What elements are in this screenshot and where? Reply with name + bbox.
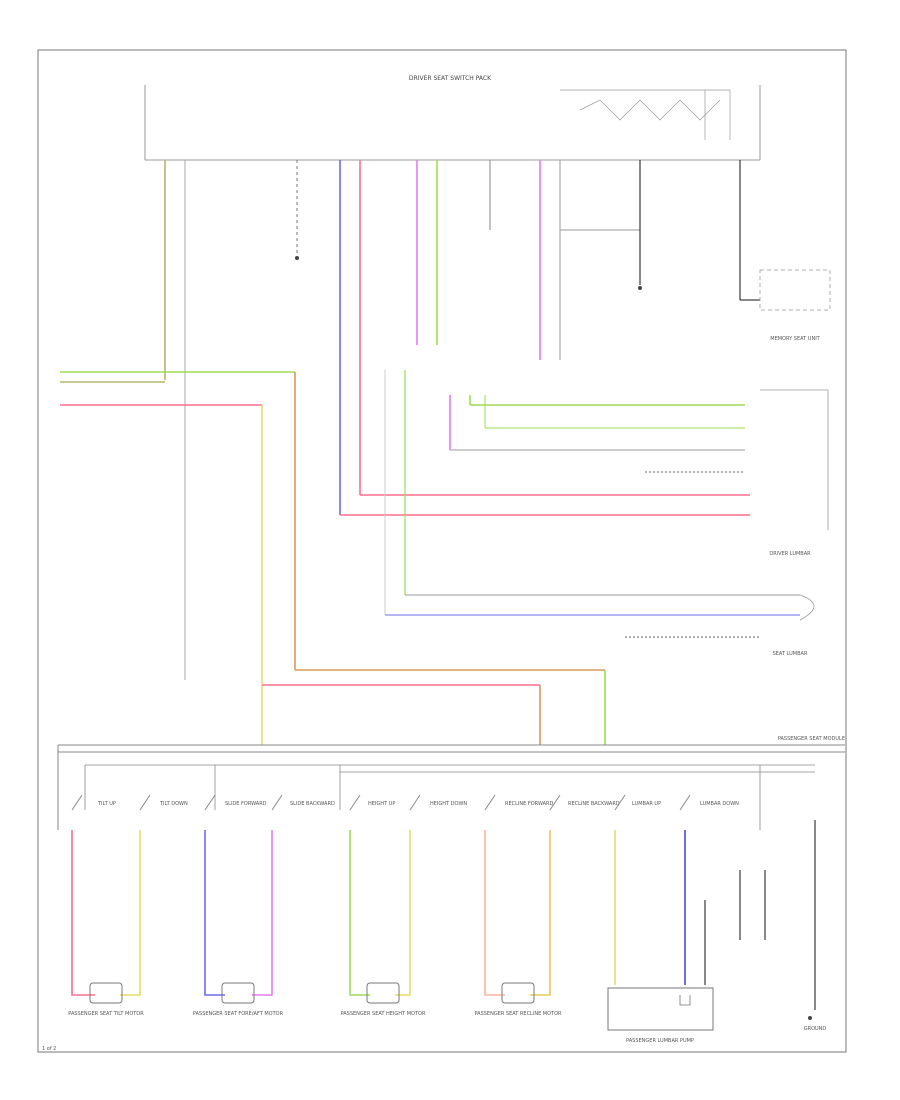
- ground-label: GROUND: [804, 1026, 827, 1032]
- switch-label-tilt-up: TILT UP: [97, 801, 116, 807]
- passenger-lumbar-pump: PASSENGER LUMBAR PUMP: [607, 987, 714, 1044]
- page-corner-label: 1 of 2: [42, 1046, 56, 1052]
- memory-seat-unit-label: MEMORY SEAT UNIT: [770, 336, 820, 342]
- passenger-seat-module-label: PASSENGER SEAT MODULE: [778, 736, 845, 742]
- switch-label-lumbar-down: LUMBAR DOWN: [700, 801, 739, 807]
- switch-label-height-down: HEIGHT DOWN: [430, 801, 467, 807]
- motor-label-height: PASSENGER SEAT HEIGHT MOTOR: [341, 1011, 426, 1017]
- switch-labels: TILT UP TILT DOWN SLIDE FORWARD SLIDE BA…: [97, 801, 739, 807]
- passenger-seat-module: PASSENGER SEAT MODULE: [57, 736, 845, 830]
- driver-lumbar-label: DRIVER LUMBAR: [769, 551, 811, 557]
- switch-label-tilt-down: TILT DOWN: [159, 801, 188, 807]
- passenger-lumbar-pump-label: PASSENGER LUMBAR PUMP: [626, 1038, 694, 1044]
- driver-lumbar-connector: DRIVER LUMBAR: [760, 389, 829, 557]
- seat-lumbar-label: SEAT LUMBAR: [773, 651, 808, 657]
- switch-label-lumbar-up: LUMBAR UP: [632, 801, 661, 807]
- switch-label-height-up: HEIGHT UP: [368, 801, 395, 807]
- motor-label-tilt: PASSENGER SEAT TILT MOTOR: [68, 1011, 144, 1017]
- seat-lumbar-connector: [799, 594, 815, 621]
- top-wires: [164, 160, 760, 680]
- motor-wires: [71, 820, 816, 1010]
- switch-label-recline-backward: RECLINE BACKWARD: [568, 801, 620, 807]
- motor-fore-aft: PASSENGER SEAT FORE/AFT MOTOR: [193, 982, 284, 1017]
- diagram-border: [37, 49, 847, 1053]
- driver-seat-switch-pack: DRIVER SEAT SWITCH PACK: [144, 75, 761, 161]
- ground-symbols: [295, 256, 812, 1020]
- motor-label-fore-aft: PASSENGER SEAT FORE/AFT MOTOR: [193, 1011, 284, 1017]
- switch-label-slide-forward: SLIDE FORWARD: [225, 801, 267, 807]
- switch-label-recline-forward: RECLINE FORWARD: [505, 801, 554, 807]
- motor-recline: PASSENGER SEAT RECLINE MOTOR: [474, 982, 562, 1017]
- memory-seat-unit-box: [759, 269, 831, 311]
- motor-label-recline: PASSENGER SEAT RECLINE MOTOR: [474, 1011, 562, 1017]
- switch-pack-title: DRIVER SEAT SWITCH PACK: [409, 75, 492, 82]
- middle-wires: [60, 370, 800, 745]
- switch-contacts: [71, 765, 761, 830]
- motor-tilt: PASSENGER SEAT TILT MOTOR: [68, 982, 144, 1017]
- switch-label-slide-backward: SLIDE BACKWARD: [290, 801, 335, 807]
- motor-height: PASSENGER SEAT HEIGHT MOTOR: [341, 982, 426, 1017]
